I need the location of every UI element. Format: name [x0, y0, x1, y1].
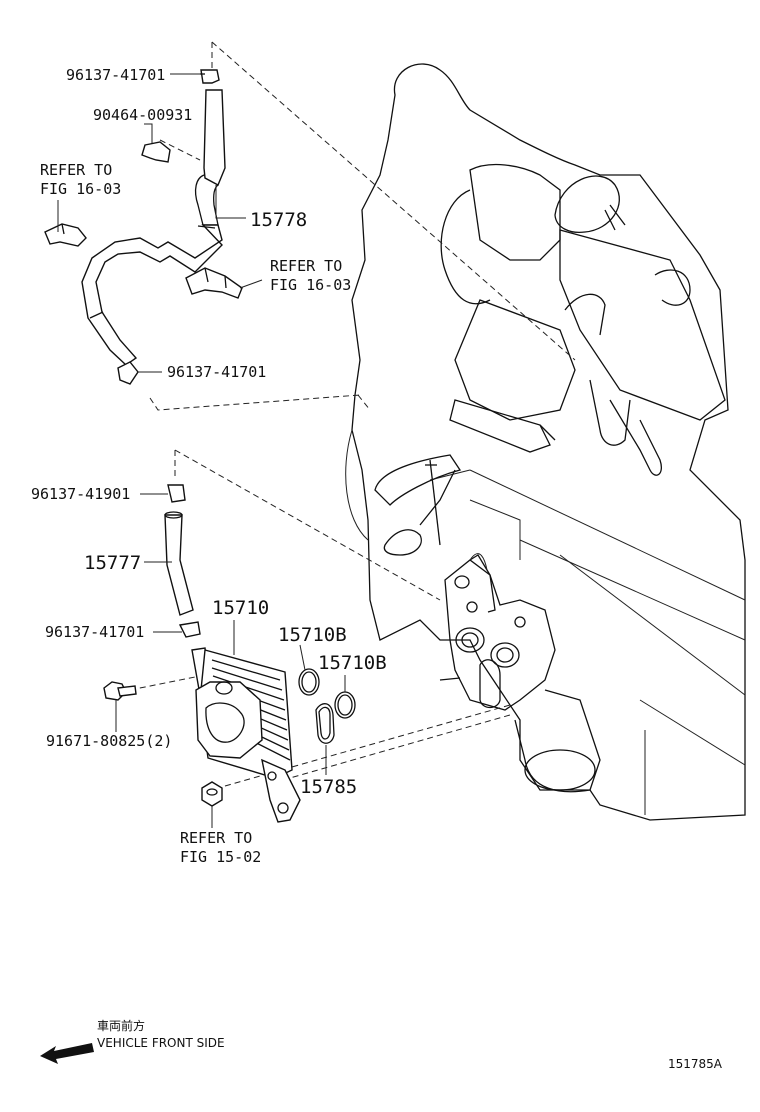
label-refer-16-03-a-line1: REFER TO: [40, 161, 112, 179]
label-96137-41901: 96137-41901: [31, 485, 130, 503]
oil-cooler-15710: [191, 647, 301, 823]
bolt-91671-80825: [103, 681, 137, 701]
clamp-mid: [117, 361, 139, 385]
front-label-jp: 車両前方: [97, 1018, 145, 1033]
clamp-96137-41701-low: [178, 621, 201, 638]
bracket-left: [44, 223, 87, 247]
label-15710b-a: 15710B: [278, 624, 347, 646]
clamp-96137-41901: [167, 484, 186, 503]
label-91671-80825: 91671-80825(2): [46, 732, 172, 750]
clip-90464-00931: [141, 141, 171, 163]
left-arrow-icon: [40, 1043, 94, 1064]
front-label-en: VEHICLE FRONT SIDE: [97, 1036, 225, 1050]
label-15710: 15710: [212, 597, 269, 619]
figure-id: 151785A: [668, 1057, 723, 1071]
label-96137-41701-low: 96137-41701: [45, 623, 144, 641]
engine-block: [345, 63, 746, 821]
label-15777: 15777: [84, 552, 141, 574]
label-15785: 15785: [300, 776, 357, 798]
gasket-15785: [315, 703, 335, 744]
label-15778: 15778: [250, 209, 307, 231]
clamp-top: [200, 69, 220, 84]
o-ring-15710b-a: [298, 668, 320, 696]
o-rings: [298, 668, 356, 744]
reference-lines: [129, 41, 576, 787]
label-refer-16-03-a-line2: FIG 16-03: [40, 180, 121, 198]
label-refer-15-02-line1: REFER TO: [180, 829, 252, 847]
label-refer-16-03-b-line1: REFER TO: [270, 257, 342, 275]
leader-lines: [57, 73, 346, 828]
bracket-right: [185, 267, 243, 299]
vehicle-front-indicator: 車両前方 VEHICLE FRONT SIDE: [40, 1018, 225, 1064]
label-96137-41701-mid: 96137-41701: [167, 363, 266, 381]
label-90464-00931: 90464-00931: [93, 106, 192, 124]
part-labels: 96137-41701 90464-00931 REFER TO FIG 16-…: [31, 66, 387, 866]
label-refer-16-03-b-line2: FIG 16-03: [270, 276, 351, 294]
nut-fig-15-02: [201, 781, 223, 807]
label-96137-41701-top: 96137-41701: [66, 66, 165, 84]
hose-15777-assembly: [164, 484, 201, 638]
hose-15778-assembly: [44, 69, 243, 385]
label-15710b-b: 15710B: [318, 652, 387, 674]
label-refer-15-02-line2: FIG 15-02: [180, 848, 261, 866]
